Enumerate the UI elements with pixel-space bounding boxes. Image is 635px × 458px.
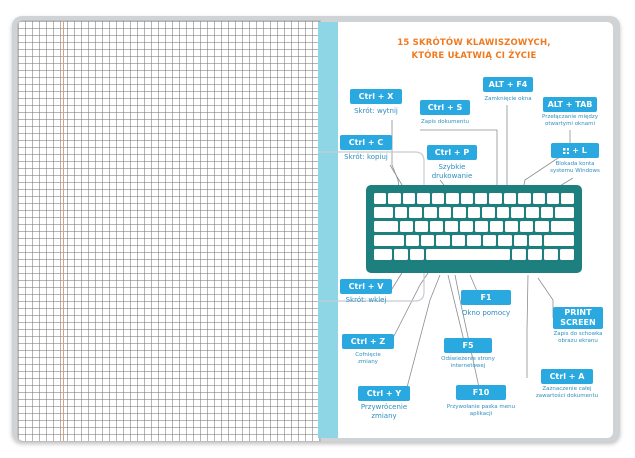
ctrl-z-desc-line-1: Cofnięcie [355,352,381,358]
line-f5 [447,274,466,346]
title-line-2: KTÓRE UŁATWIĄ CI ŻYCIE [411,51,537,61]
ctrl-a-desc-line-1: Zaznaczenie całej [542,386,592,392]
ctrl-a-desc-line-2: zawartości dokumentu [535,393,599,399]
win-l-key: + L [551,143,599,158]
f5-desc-line-1: Odświeżenie strony [441,356,495,362]
f10-desc-line-1: Przywołanie paska menu [446,404,516,410]
print-screen-desc-line-2: obrazu ekranu [558,338,598,344]
page-title: 15 SKRÓTÓW KLAWISZOWYCH, KTÓRE UŁATWIĄ C… [386,37,562,63]
print-screen-key-line-2: SCREEN [560,318,596,327]
print-screen-key: PRINT SCREEN [553,307,603,329]
ctrl-s-key: Ctrl + S [420,100,470,115]
print-screen-desc: Zapis do schowka obrazu ekranu [543,331,613,345]
alt-tab-key: ALT + TAB [543,97,597,112]
f10-key: F10 [456,385,506,400]
ctrl-p-desc: Szybkie drukowanie [417,163,487,181]
alt-tab-desc-line-2: otwartymi oknami [545,121,595,127]
ctrl-y-desc-line-2: zmiany [371,412,397,420]
grid-page [17,20,321,442]
ctrl-a-desc: Zaznaczenie całej zawartości dokumentu [529,386,605,400]
f10-desc: Przywołanie paska menu aplikacji [440,404,522,418]
ctrl-v-desc: Skrót: wklej [345,296,387,304]
line-print-screen [537,277,554,318]
ctrl-c-key: Ctrl + C [340,135,392,150]
ctrl-y-desc-line-1: Przywrócenie [360,403,408,411]
win-l-desc-line-1: Blokada konta [555,161,595,167]
ctrl-y-desc: Przywrócenie zmiany [350,403,418,421]
ctrl-p-desc-line-1: Szybkie [438,163,466,171]
f5-desc-line-2: internetowej [450,363,486,369]
print-screen-desc-line-1: Zapis do schowka [553,331,603,337]
ctrl-c-desc: Skrót: kopiuj [344,153,388,161]
alt-tab-desc: Przełączanie między otwartymi oknami [533,114,607,128]
f1-desc: Okno pomocy [461,309,511,317]
ctrl-s-desc: Zapis dokumentu [421,119,469,125]
line-f10 [454,274,481,393]
line-ctrl-z [391,269,431,341]
spine-strip [318,22,338,438]
line-ctrl-a [526,274,529,378]
print-screen-key-line-1: PRINT [564,308,592,317]
alt-tab-desc-line-1: Przełączanie między [541,114,598,120]
f10-desc-line-2: aplikacji [469,411,493,417]
alt-f4-key: ALT + F4 [483,77,533,92]
keyboard-illustration [366,185,582,273]
ctrl-p-key: Ctrl + P [427,145,477,160]
f1-key: F1 [461,290,511,305]
ctrl-x-key: Ctrl + X [350,89,402,104]
ctrl-v-key: Ctrl + V [340,279,392,294]
win-l-desc-line-2: systemu Windows [550,168,600,174]
alt-f4-desc: Zamknięcie okna [484,96,532,102]
ctrl-z-desc: Cofnięcie zmiany [334,352,402,366]
ctrl-z-desc-line-2: zmiany [358,359,378,365]
title-line-1: 15 SKRÓTÓW KLAWISZOWYCH, [397,38,551,48]
ctrl-p-desc-line-2: drukowanie [431,172,473,180]
windows-logo-icon [563,148,570,154]
margin-line [63,21,64,441]
ctrl-a-key: Ctrl + A [541,369,593,384]
f5-key: F5 [444,338,492,353]
f5-desc: Odświeżenie strony internetowej [434,356,502,370]
win-l-desc: Blokada konta systemu Windows [541,161,609,175]
ctrl-z-key: Ctrl + Z [342,334,394,349]
line-ctrl-s [420,129,498,195]
ctrl-x-desc: Skrót: wytnij [354,107,398,115]
line-ctrl-y [404,274,441,396]
ctrl-y-key: Ctrl + Y [358,386,410,401]
win-l-key-label: + L [572,146,587,155]
